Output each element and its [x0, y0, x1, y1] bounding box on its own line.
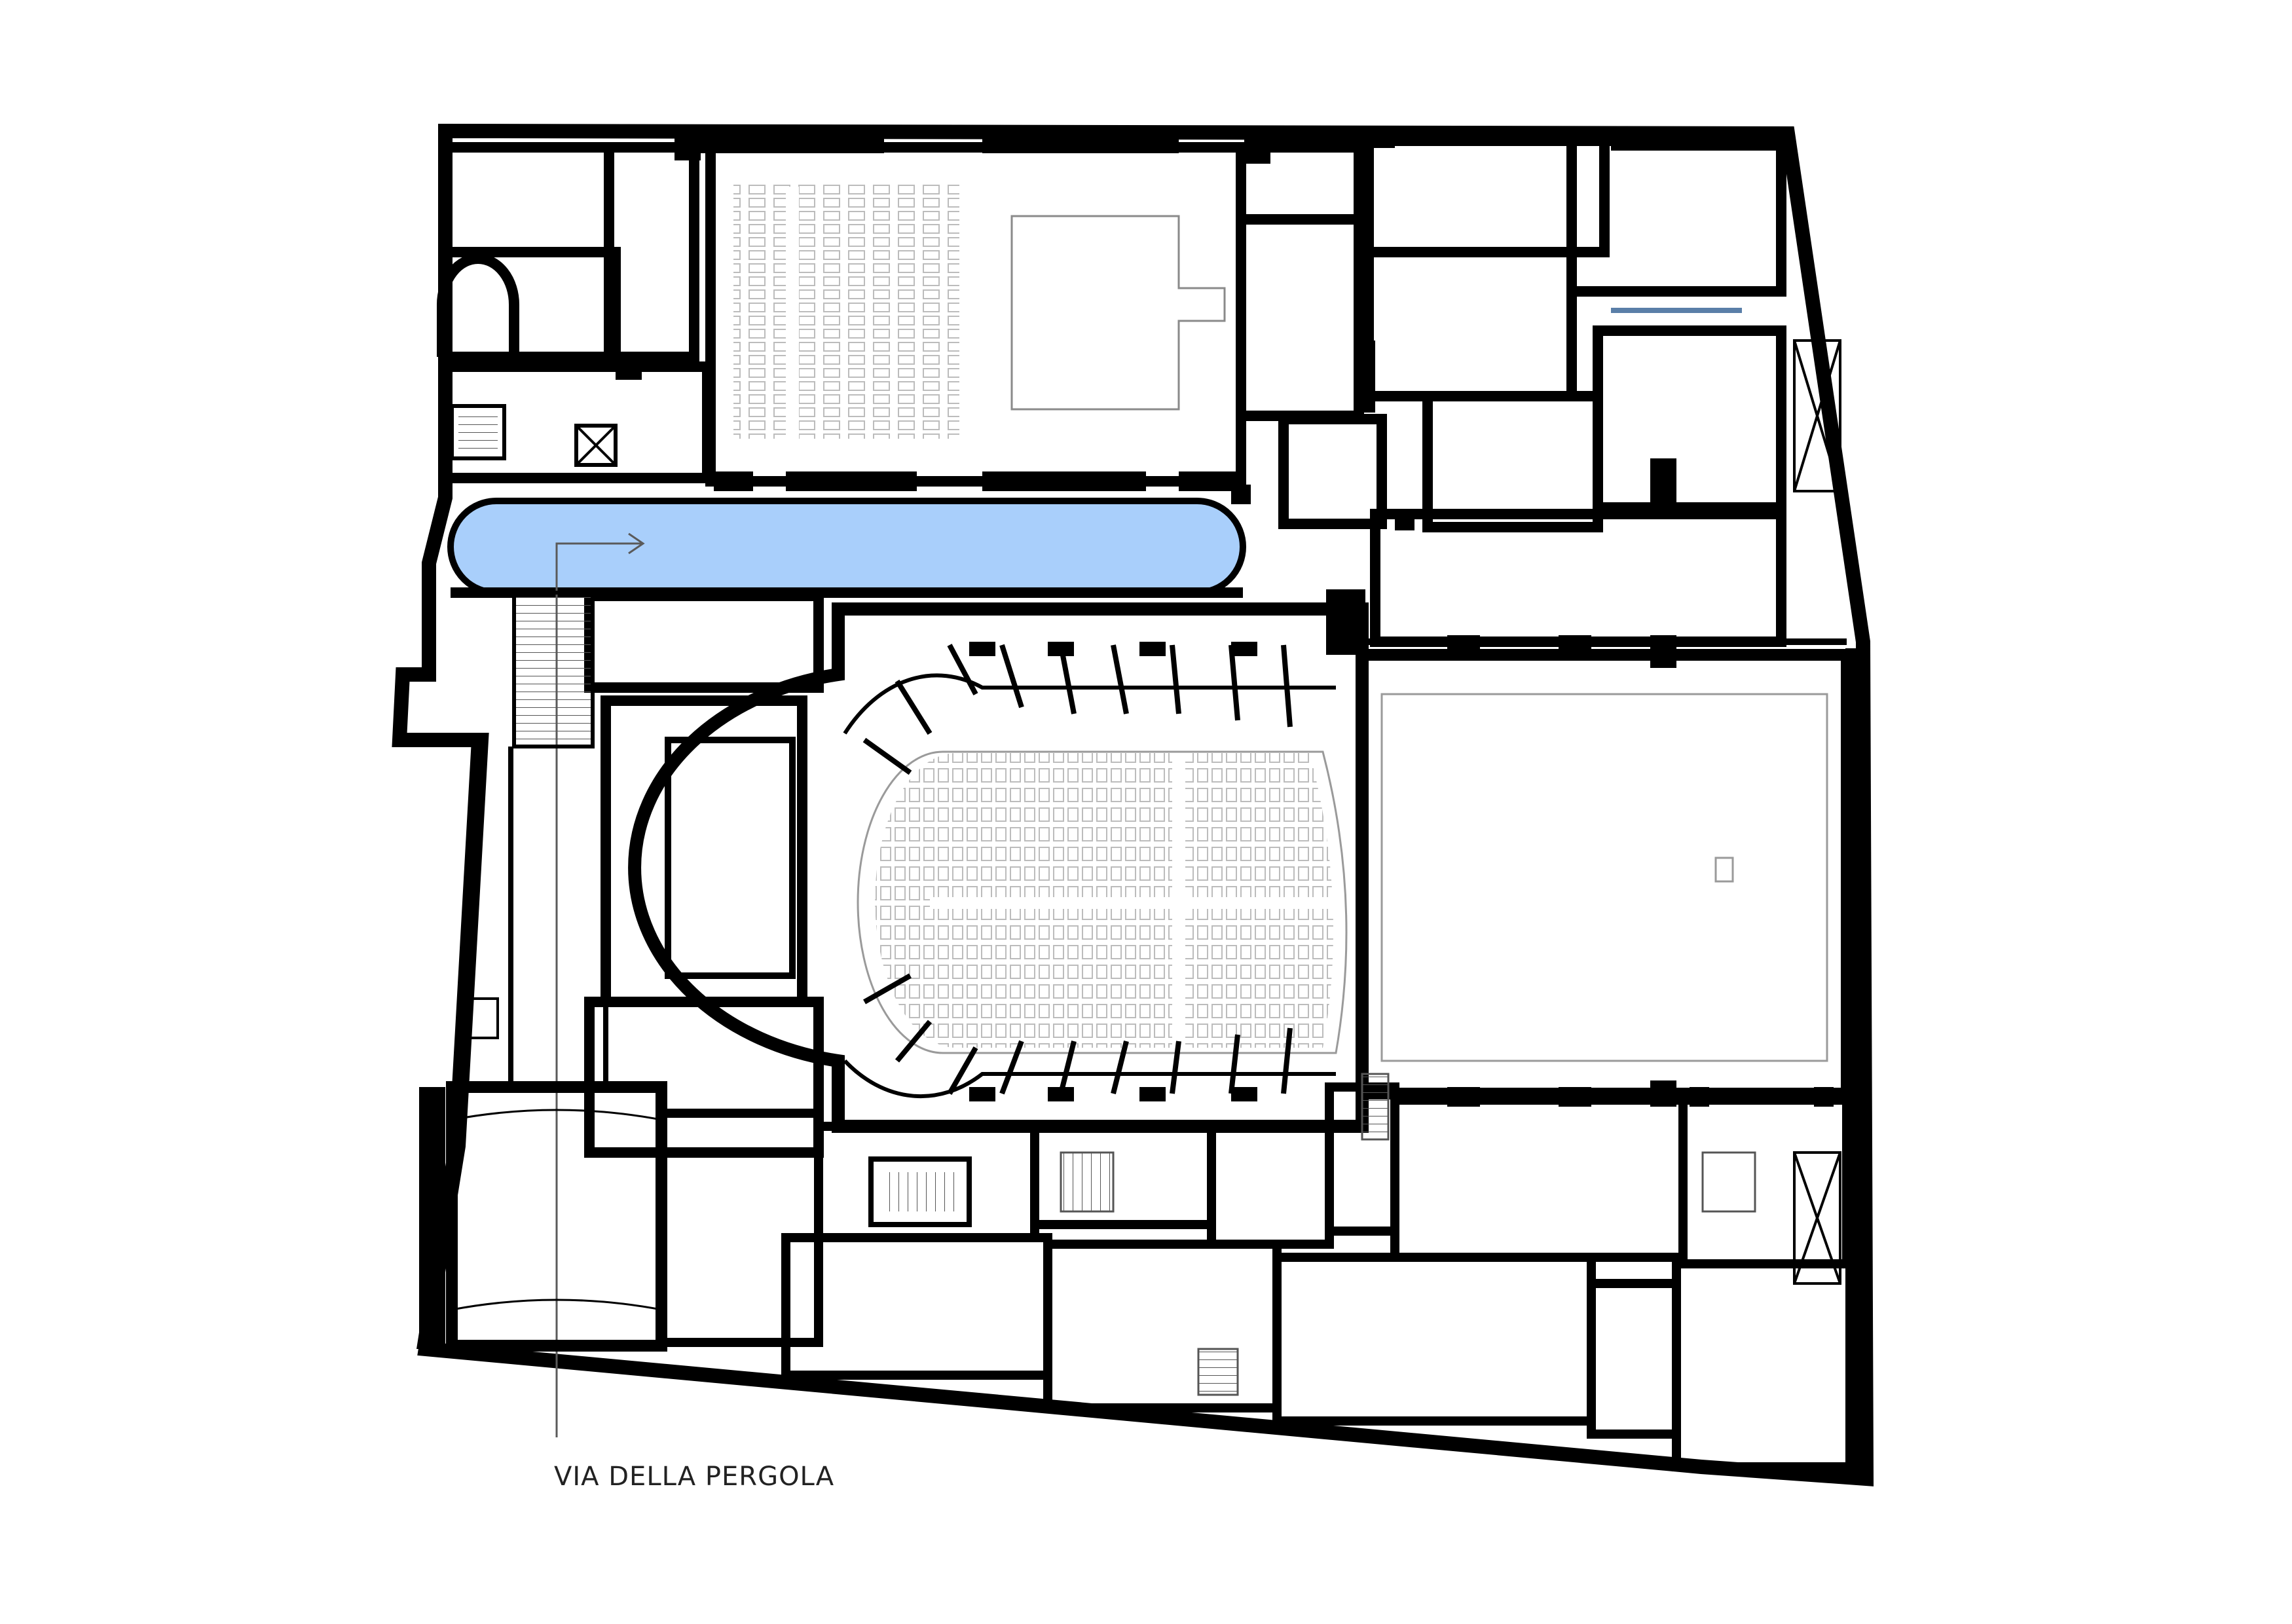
wall-accents: [616, 131, 1834, 1107]
street-label: VIA DELLA PERGOLA: [554, 1462, 835, 1492]
entrance-passage: [446, 591, 667, 1352]
stair-northwest: [450, 404, 618, 467]
auditorium-shell: [584, 591, 824, 1158]
stage: [1356, 635, 1853, 1107]
apse-room: [437, 253, 519, 357]
foyer-corridor: [447, 498, 1246, 598]
right-arrow-icon: [555, 532, 645, 1437]
auditorium: [628, 589, 1369, 1133]
south-stairs: [868, 1073, 1756, 1396]
east-shafts: [1611, 308, 1841, 1285]
rehearsal-hall: [714, 183, 1238, 491]
south-block: [657, 1082, 1864, 1471]
